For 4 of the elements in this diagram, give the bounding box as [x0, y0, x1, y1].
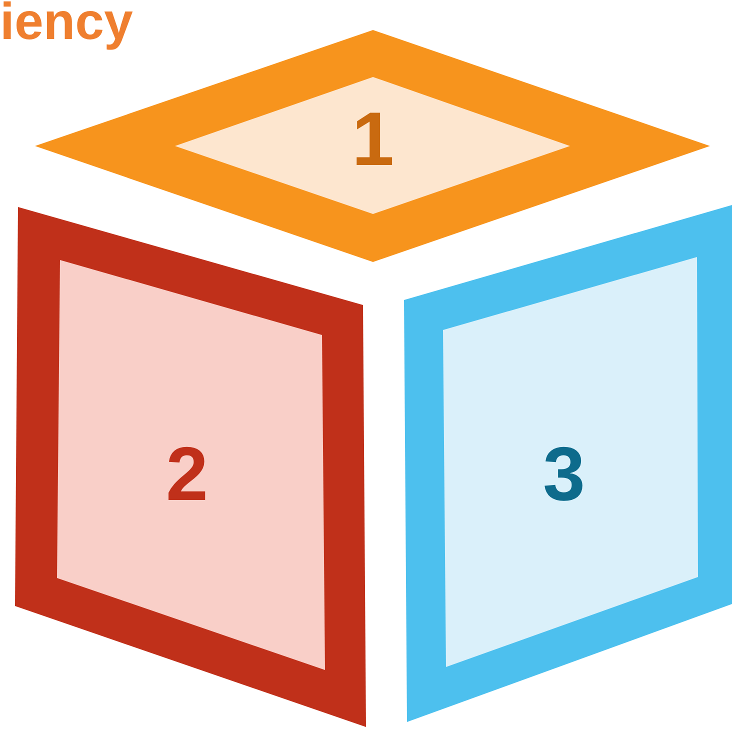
face-number: 3 [542, 437, 586, 513]
face-number: 1 [352, 102, 394, 178]
heading-text: iency [0, 0, 133, 48]
face-number: 2 [166, 437, 208, 513]
